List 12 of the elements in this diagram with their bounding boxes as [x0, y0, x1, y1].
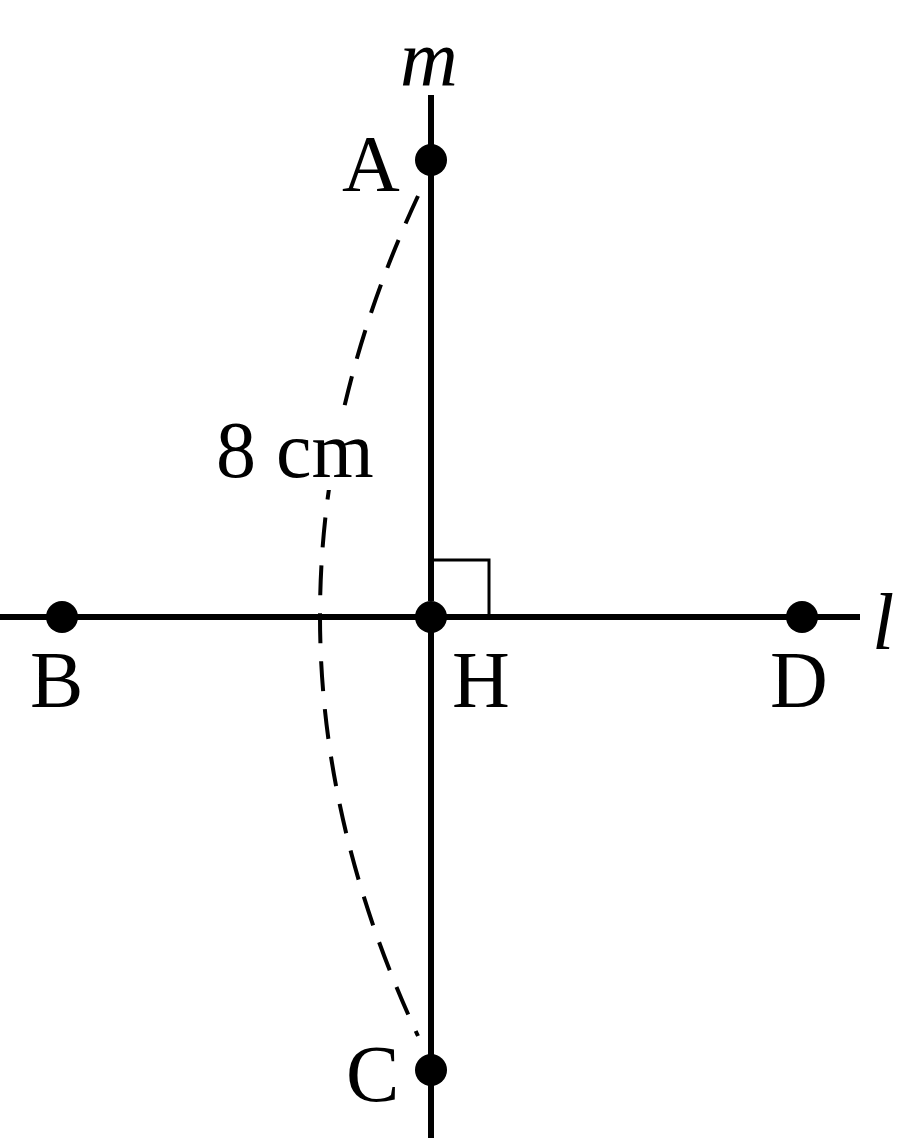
line-segment	[525, 614, 768, 620]
point-label: C	[346, 1034, 400, 1114]
line-segment	[428, 196, 434, 601]
point-label: D	[770, 640, 828, 720]
point-label: H	[452, 640, 510, 720]
line-name: m	[400, 18, 458, 98]
point-label: A	[342, 124, 400, 204]
dashed-arc	[318, 195, 420, 1037]
line-segment	[428, 715, 434, 1036]
line-name: l	[872, 582, 895, 662]
line-segment	[96, 614, 415, 620]
point-label: B	[30, 640, 84, 720]
